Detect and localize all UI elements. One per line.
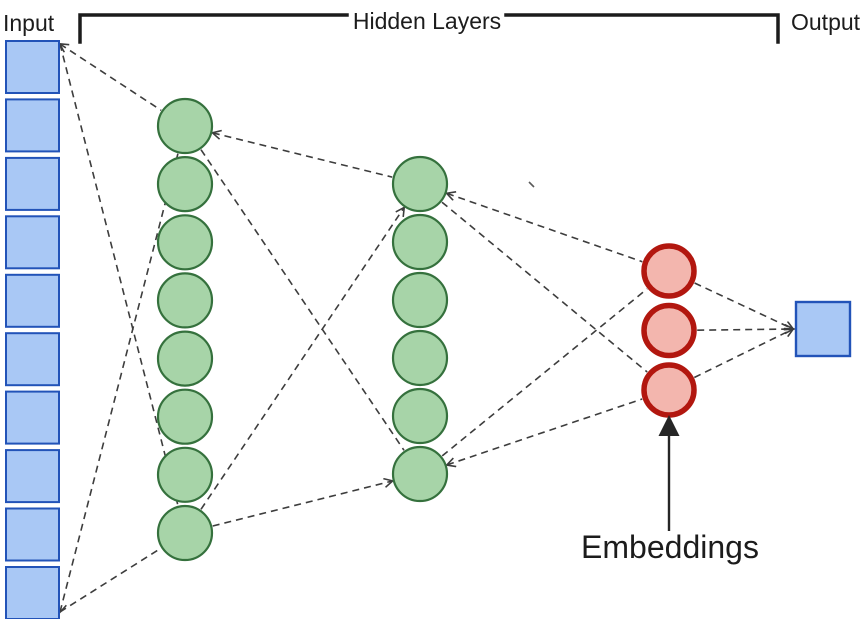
hidden-layer-2-node-4 (391, 329, 449, 387)
connection-line (447, 398, 643, 465)
input-layer-node-3 (5, 156, 60, 211)
embedding-layer-node-2 (641, 302, 697, 359)
connection-line (213, 133, 393, 178)
embeddings-arrowhead-icon (658, 415, 680, 436)
output-label: Output (791, 9, 861, 35)
connection-line (60, 44, 162, 111)
connection-line (697, 329, 793, 330)
hidden-layer-2-node-5 (391, 387, 449, 445)
embedding-layer-node-1 (641, 243, 697, 299)
hidden-layer-2-node-1 (391, 155, 449, 213)
input-layer-node-10 (5, 566, 60, 619)
stray-mark (528, 181, 535, 188)
hidden-layers-bracket (78, 13, 780, 44)
connection-line (59, 547, 162, 613)
hidden-layer-1-node-3 (156, 214, 214, 271)
hidden-layers-label: Hidden Layers (353, 8, 501, 34)
connection-line (59, 43, 179, 506)
nodes-layer (5, 40, 852, 619)
connection-line (447, 193, 643, 263)
hidden-layer-1-node-2 (156, 156, 214, 213)
embedding-layer-node-3 (641, 362, 697, 418)
connections-layer (60, 44, 793, 612)
input-layer-node-9 (5, 507, 60, 562)
connection-line (693, 329, 793, 379)
hidden-layer-1-node-7 (156, 446, 214, 503)
input-layer-node-8 (5, 449, 60, 504)
connection-line (694, 282, 793, 329)
input-layer-node-5 (5, 273, 60, 328)
embeddings-label: Embeddings (581, 529, 759, 565)
input-layer-node-1 (5, 40, 60, 94)
input-label: Input (3, 10, 55, 36)
input-layer-node-4 (5, 215, 60, 270)
connection-line (200, 208, 404, 510)
input-layer-node-2 (5, 98, 60, 153)
hidden-layer-1-node-1 (156, 97, 214, 155)
hidden-layer-2-node-3 (391, 271, 449, 329)
input-layer-node-7 (5, 390, 60, 445)
connection-line (60, 153, 179, 612)
hidden-layer-1-node-5 (156, 330, 214, 387)
input-layer-node-6 (5, 332, 60, 387)
hidden-layer-1-node-4 (156, 272, 214, 329)
connection-line (212, 481, 393, 527)
connection-line (441, 288, 648, 457)
hidden-layer-1-node-6 (156, 388, 214, 445)
connection-line (441, 201, 648, 373)
hidden-layer-1-node-8 (156, 504, 214, 562)
hidden-layer-2-node-6 (391, 445, 449, 503)
output-layer-node-1 (794, 300, 852, 358)
hidden-layer-2-node-2 (391, 213, 449, 271)
connection-line (200, 149, 405, 451)
embeddings-annotation: Embeddings (581, 415, 759, 565)
